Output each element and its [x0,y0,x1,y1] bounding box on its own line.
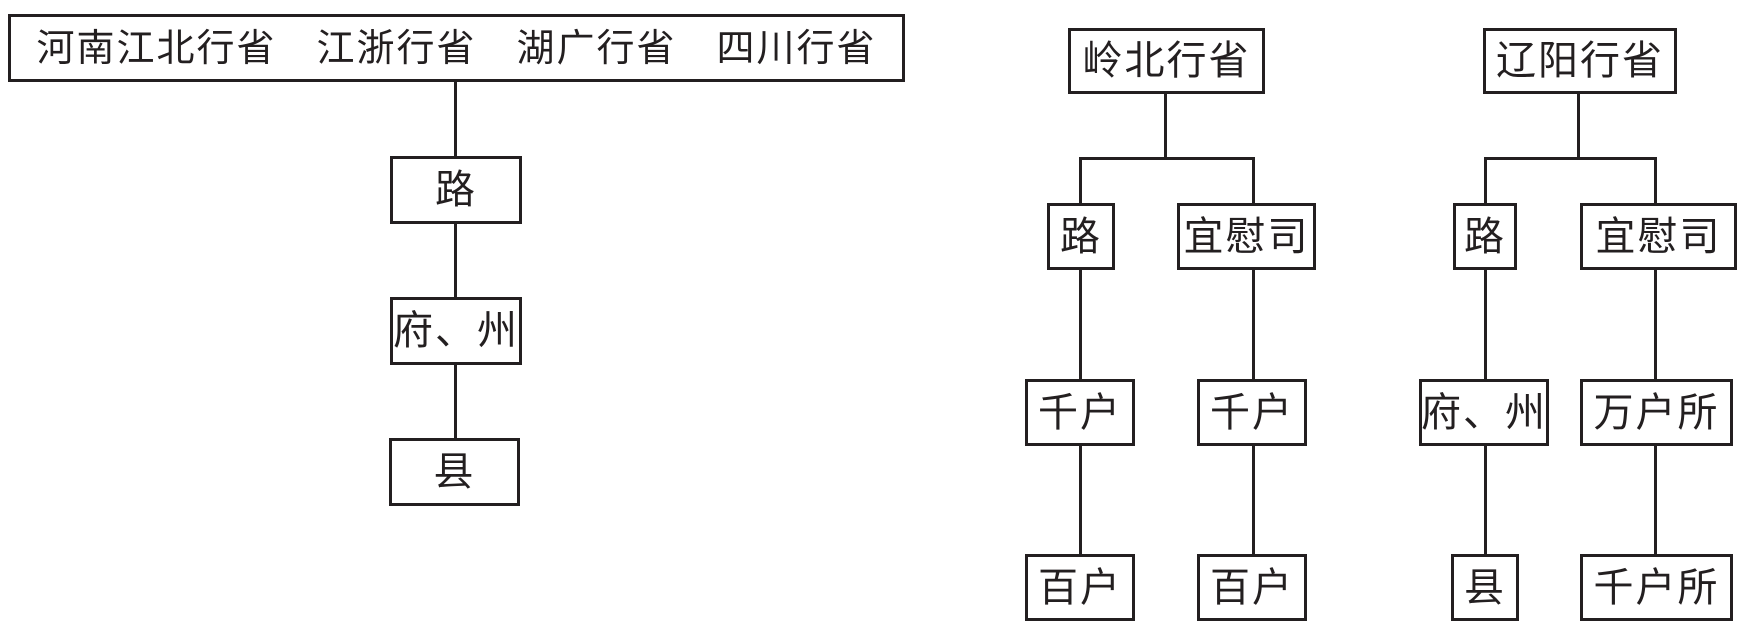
node-lingbei-baihu-right: 百户 [1197,554,1307,621]
connector-south-root-to-lu [454,82,457,157]
connector-liaoyang-stub-left [1484,159,1487,204]
connector-lingbei-yiweisi-to-qianhu [1252,269,1255,380]
node-lingbei-lu: 路 [1047,203,1115,270]
node-liaoyang-root: 辽阳行省 [1483,28,1677,94]
node-lingbei-qianhu-left: 千户 [1025,379,1135,446]
connector-south-lu-to-fuzhou [454,223,457,298]
node-lingbei-qianhu-right: 千户 [1197,379,1307,446]
connector-liaoyang-yiweisi-to-wanhusuo [1654,269,1657,380]
connector-liaoyang-wanhusuo-to-qianhusuo [1654,445,1657,555]
connector-lingbei-stub-right [1252,159,1255,204]
node-south-fu-zhou: 府、州 [390,297,522,365]
connector-liaoyang-split [1484,157,1657,160]
node-liaoyang-lu: 路 [1453,203,1517,270]
node-south-provinces-root: 河南江北行省 江浙行省 湖广行省 四川行省 [8,14,905,82]
node-south-xian: 县 [389,438,520,506]
node-lingbei-root: 岭北行省 [1068,28,1265,94]
connector-lingbei-qianhu-to-baihu-left [1079,445,1082,555]
connector-lingbei-root-drop [1164,93,1167,159]
node-lingbei-yiweisi: 宜慰司 [1177,203,1316,270]
connector-lingbei-split [1079,157,1255,160]
node-liaoyang-qianhusuo: 千户所 [1580,554,1733,621]
connector-liaoyang-lu-to-fuzhou [1484,269,1487,380]
node-liaoyang-xian: 县 [1451,554,1519,621]
node-liaoyang-fu-zhou: 府、州 [1419,379,1549,446]
connector-liaoyang-fuzhou-to-xian [1484,445,1487,555]
connector-liaoyang-root-drop [1577,93,1580,159]
connector-liaoyang-stub-right [1654,159,1657,204]
connector-lingbei-lu-to-qianhu [1079,269,1082,380]
node-liaoyang-yiweisi: 宜慰司 [1580,203,1737,270]
node-south-lu: 路 [390,156,522,224]
node-lingbei-baihu-left: 百户 [1025,554,1135,621]
connector-lingbei-stub-left [1079,159,1082,204]
connector-south-fuzhou-to-xian [454,364,457,439]
connector-lingbei-qianhu-to-baihu-right [1252,445,1255,555]
node-liaoyang-wanhusuo: 万户所 [1580,379,1733,446]
